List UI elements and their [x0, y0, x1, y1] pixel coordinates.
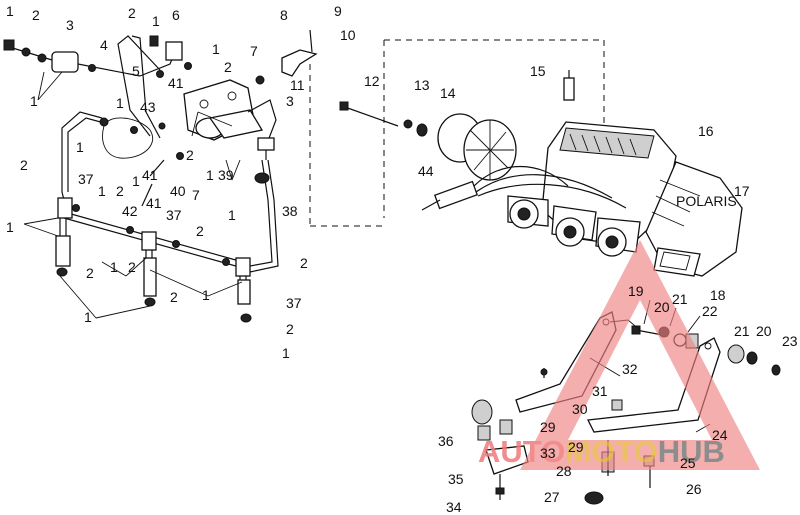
callout-1: 1 [206, 167, 214, 183]
callout-1: 1 [116, 95, 124, 111]
callout-29: 29 [568, 439, 584, 455]
callout-6: 6 [172, 7, 180, 23]
callout-1: 1 [98, 183, 106, 199]
callout-37: 37 [166, 207, 182, 223]
callout-labels: 1 2 3 4 1 2 1 6 5 1 2 41 1 43 1 7 8 9 10… [6, 3, 798, 515]
callout-3: 3 [66, 17, 74, 33]
watermark-auto: AUTO [478, 434, 565, 469]
callout-33: 33 [540, 445, 556, 461]
callout-1: 1 [152, 13, 160, 29]
callout-2: 2 [20, 157, 28, 173]
callout-1: 1 [110, 259, 118, 275]
watermark-logo: AUTOMOTOHUB [478, 240, 760, 470]
callout-20: 20 [756, 323, 772, 339]
watermark-triangle [520, 240, 760, 470]
callout-44: 44 [418, 163, 434, 179]
callout-38: 38 [282, 203, 298, 219]
callout-41: 41 [142, 167, 158, 183]
callout-7: 7 [192, 187, 200, 203]
callout-1: 1 [228, 207, 236, 223]
callout-26: 26 [686, 481, 702, 497]
callout-2: 2 [86, 265, 94, 281]
callout-22: 22 [702, 303, 718, 319]
callout-31: 31 [592, 383, 608, 399]
callout-5: 5 [132, 63, 140, 79]
callout-9: 9 [334, 3, 342, 19]
svg-text:POLARIS: POLARIS [676, 193, 737, 209]
callout-37: 37 [78, 171, 94, 187]
callout-1: 1 [76, 139, 84, 155]
callout-32: 32 [622, 361, 638, 377]
callout-27: 27 [544, 489, 560, 505]
callout-1: 1 [282, 345, 290, 361]
callout-1: 1 [30, 93, 38, 109]
callout-29: 29 [540, 419, 556, 435]
callout-14: 14 [440, 85, 456, 101]
callout-1: 1 [6, 219, 14, 235]
fuel-line-assembly [3, 29, 318, 323]
callout-2: 2 [186, 147, 194, 163]
svg-text:AUTOMOTOHUB: AUTOMOTOHUB [478, 434, 725, 469]
callout-21: 21 [672, 291, 688, 307]
callout-21: 21 [734, 323, 750, 339]
callout-16: 16 [698, 123, 714, 139]
watermark-moto: MOTO [565, 434, 657, 469]
callout-28: 28 [556, 463, 572, 479]
callout-1: 1 [212, 41, 220, 57]
callout-12: 12 [364, 73, 380, 89]
callout-2: 2 [128, 259, 136, 275]
callout-23: 23 [782, 333, 798, 349]
callout-36: 36 [438, 433, 454, 449]
callout-37: 37 [286, 295, 302, 311]
callout-2: 2 [300, 255, 308, 271]
callout-30: 30 [572, 401, 588, 417]
callout-1: 1 [202, 287, 210, 303]
callout-2: 2 [224, 59, 232, 75]
callout-10: 10 [340, 27, 356, 43]
callout-7: 7 [250, 43, 258, 59]
callout-39: 39 [218, 167, 234, 183]
callout-1: 1 [132, 173, 140, 189]
callout-41: 41 [146, 195, 162, 211]
callout-13: 13 [414, 77, 430, 93]
callout-8: 8 [280, 7, 288, 23]
callout-24: 24 [712, 427, 728, 443]
callout-2: 2 [128, 5, 136, 21]
callout-40: 40 [170, 183, 186, 199]
callout-2: 2 [32, 7, 40, 23]
callout-2: 2 [170, 289, 178, 305]
callout-35: 35 [448, 471, 464, 487]
callout-20: 20 [654, 299, 670, 315]
callout-25: 25 [680, 455, 696, 471]
callout-41: 41 [168, 75, 184, 91]
callout-17: 17 [734, 183, 750, 199]
callout-3: 3 [286, 93, 294, 109]
callout-18: 18 [710, 287, 726, 303]
callout-15: 15 [530, 63, 546, 79]
callout-2: 2 [286, 321, 294, 337]
callout-34: 34 [446, 499, 462, 515]
callout-1: 1 [6, 3, 14, 19]
callout-2: 2 [116, 183, 124, 199]
callout-1: 1 [84, 309, 92, 325]
callout-11: 11 [290, 77, 305, 93]
watermark-hub: HUB [658, 434, 725, 469]
callout-43: 43 [140, 99, 156, 115]
callout-19: 19 [628, 283, 644, 299]
callout-2: 2 [196, 223, 204, 239]
callout-42: 42 [122, 203, 138, 219]
carburetors [507, 195, 641, 257]
callout-4: 4 [100, 37, 108, 53]
